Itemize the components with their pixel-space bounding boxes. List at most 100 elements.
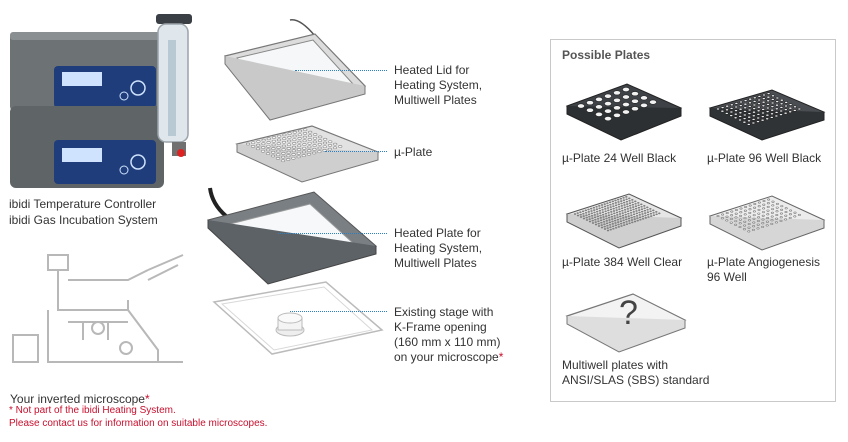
well-mark <box>627 217 631 220</box>
well-mark <box>631 91 639 97</box>
well-mark <box>634 205 638 208</box>
well-mark <box>604 215 608 217</box>
well-mark <box>775 206 779 209</box>
well-mark <box>301 154 306 157</box>
well-mark <box>743 224 747 227</box>
well-mark <box>297 129 303 133</box>
well-mark <box>623 204 626 206</box>
well-mark <box>307 138 312 141</box>
well-mark <box>271 136 277 139</box>
well-mark <box>614 224 617 227</box>
well-mark <box>738 111 743 115</box>
well-mark <box>646 206 649 209</box>
well-mark <box>743 102 748 106</box>
well-mark <box>626 205 629 208</box>
well-mark <box>632 213 636 216</box>
well-mark <box>652 211 655 214</box>
well-mark <box>266 148 271 152</box>
well-mark <box>641 217 645 220</box>
well-mark <box>649 210 652 213</box>
well-mark <box>774 107 779 111</box>
well-mark <box>762 93 766 97</box>
well-mark <box>296 151 301 155</box>
well-mark <box>637 209 641 211</box>
well-mark <box>756 223 760 226</box>
well-mark <box>291 156 296 160</box>
well-mark <box>760 115 765 118</box>
well-mark <box>729 114 734 117</box>
well-mark <box>271 147 276 150</box>
well-mark <box>622 87 630 92</box>
well-mark <box>614 226 618 229</box>
well-mark <box>716 107 720 111</box>
well-mark <box>634 202 637 205</box>
well-mark <box>584 211 588 214</box>
well-mark <box>640 205 643 208</box>
well-mark <box>303 128 308 132</box>
well-mark <box>756 227 760 230</box>
well-mark <box>734 208 738 212</box>
well-mark <box>619 222 623 225</box>
well-mark <box>286 143 292 147</box>
well-mark <box>332 146 338 150</box>
well-mark <box>606 229 610 232</box>
well-mark <box>765 224 769 227</box>
well-mark <box>756 120 760 123</box>
well-mark <box>614 202 617 204</box>
well-mark <box>627 215 630 217</box>
well-mark <box>644 214 647 217</box>
well-mark <box>747 105 752 108</box>
well-mark <box>775 202 779 205</box>
well-mark <box>595 208 599 211</box>
system-label-line1: ibidi Temperature Controller <box>9 197 157 211</box>
well-mark <box>756 109 761 113</box>
well-mark <box>748 97 753 101</box>
well-mark <box>761 225 765 228</box>
well-mark <box>770 112 774 116</box>
well-mark <box>747 226 751 229</box>
well-mark <box>742 120 747 124</box>
well-mark <box>752 210 756 213</box>
well-mark <box>601 211 605 214</box>
well-mark <box>606 202 609 205</box>
well-mark <box>286 150 291 154</box>
well-mark <box>788 213 792 216</box>
well-mark <box>610 213 613 216</box>
well-mark <box>613 112 621 118</box>
leader-stage <box>290 311 387 312</box>
well-mark <box>770 108 775 112</box>
well-mark <box>281 148 286 152</box>
plate-sbs-image <box>565 293 687 353</box>
well-mark <box>770 98 775 101</box>
well-mark <box>775 96 780 100</box>
well-mark <box>333 142 338 146</box>
well-mark <box>623 206 626 209</box>
well-mark <box>607 216 611 219</box>
well-mark <box>762 207 766 210</box>
well-mark <box>738 225 742 229</box>
well-mark <box>631 201 634 204</box>
well-mark <box>655 213 658 216</box>
well-mark <box>585 216 588 219</box>
well-mark <box>609 208 613 211</box>
well-mark <box>757 98 762 102</box>
well-mark <box>649 212 653 215</box>
well-mark <box>593 214 596 216</box>
well-mark <box>734 223 738 226</box>
well-mark <box>612 205 615 208</box>
well-mark <box>638 216 642 219</box>
well-mark <box>616 214 619 216</box>
well-mark <box>739 211 743 214</box>
well-mark <box>622 201 626 204</box>
well-mark <box>318 135 323 139</box>
well-mark <box>734 220 738 223</box>
well-mark <box>322 141 328 145</box>
well-mark <box>748 101 752 105</box>
well-mark <box>610 218 614 220</box>
well-mark <box>788 103 793 106</box>
well-mark <box>266 141 271 144</box>
well-mark <box>605 222 609 225</box>
well-mark <box>618 208 621 211</box>
well-mark <box>774 221 778 224</box>
well-mark <box>582 217 586 220</box>
